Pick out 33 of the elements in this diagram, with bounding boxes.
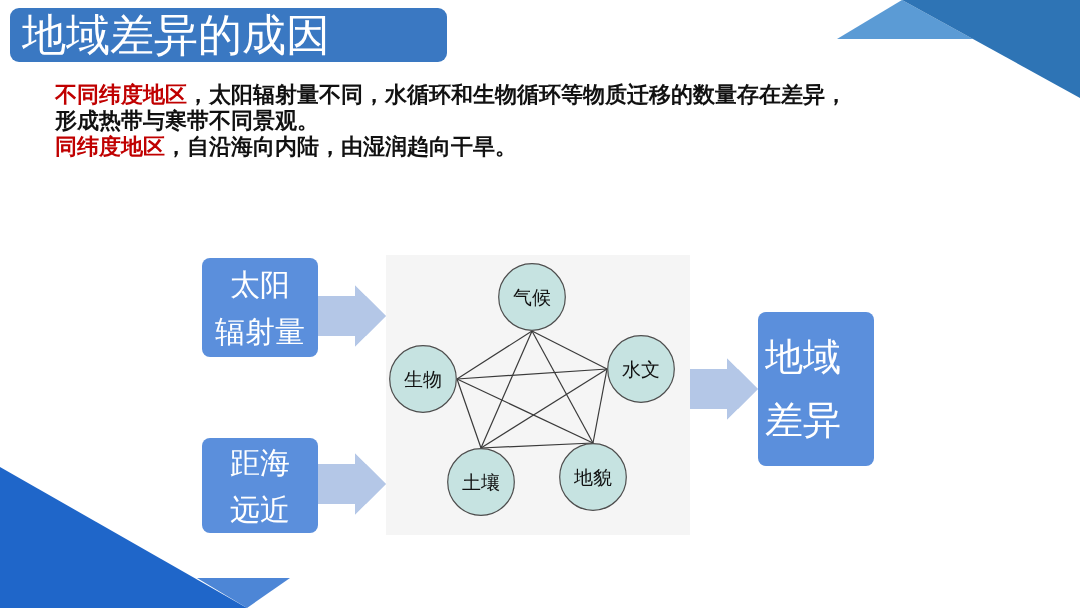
connector-line [480,442,594,449]
factor-box [202,258,318,357]
slide-title: 地域差异的成因 [22,8,330,62]
circle-node [447,448,515,516]
block-arrow [318,453,386,515]
result-box [758,312,874,466]
circle-node [498,263,566,331]
circle-node [607,335,675,403]
connector-line [592,368,608,444]
body-text: 同纬度地区，自沿海向内陆，由湿润趋向干旱。 [55,134,518,160]
connector-line [456,368,608,380]
block-arrow [690,358,758,420]
connector-line [456,330,533,380]
circle-node [389,345,457,413]
connector-line [480,330,533,449]
node-text: 地域差异 [765,334,841,444]
node-text: 距海远近 [230,443,290,529]
node-text: 生物 [404,368,442,390]
connector-line [480,368,608,449]
node-text: 水文 [622,358,660,380]
diagram-panel [386,255,690,535]
connector-line [531,330,608,370]
block-arrow [318,285,386,347]
node-text: 地貌 [574,466,612,488]
circle-node [559,443,627,511]
body-text: 不同纬度地区，太阳辐射量不同，水循环和生物循环等物质迁移的数量存在差异，形成热带与寒带不同景观。 [55,82,848,134]
node-text: 气候 [513,286,551,308]
node-text: 土壤 [462,471,500,493]
connector-line [456,378,482,449]
factor-box [202,438,318,533]
connector-line [456,378,594,444]
node-text: 太阳辐射量 [215,265,305,351]
connector-line [531,330,594,444]
